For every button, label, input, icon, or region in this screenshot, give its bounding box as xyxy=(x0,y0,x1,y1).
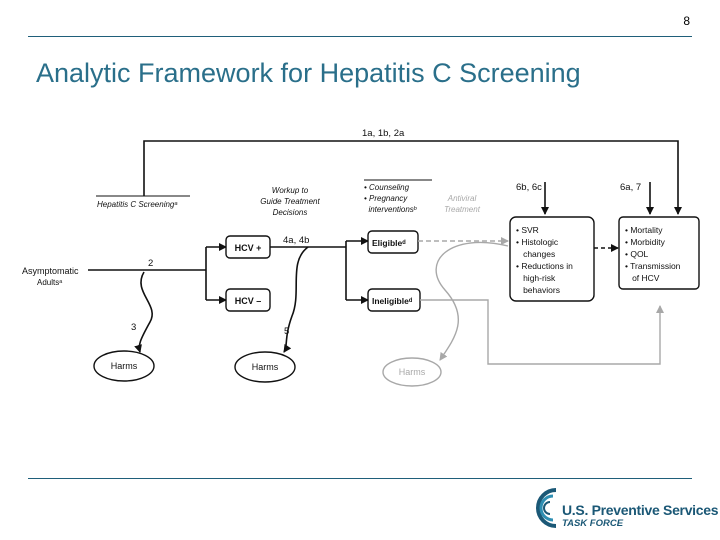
health-line-2: • Morbidity xyxy=(625,237,666,247)
kq-5-label: 5 xyxy=(284,326,289,337)
kq-3-label: 3 xyxy=(131,322,136,333)
harms-oval-2 xyxy=(234,351,296,383)
health-line-5: of HCV xyxy=(625,273,660,283)
harms-oval-3 xyxy=(382,357,442,387)
overarching-arrow xyxy=(143,140,682,215)
counseling-label-3: interventionsᵇ xyxy=(364,205,417,214)
workup-label-1: Workup to xyxy=(272,186,309,195)
antiviral-label-2: Treatment xyxy=(444,205,481,214)
kq-2-label: 2 xyxy=(148,258,153,269)
ineligible-label: Ineligibleᵈ xyxy=(372,296,413,306)
page-number: 8 xyxy=(683,14,690,28)
health-line-4: • Transmission xyxy=(625,261,681,271)
logo-name: U.S. Preventive Services xyxy=(562,502,719,518)
uspstf-swirl-icon xyxy=(536,488,557,528)
population-label-2: Adultsᵃ xyxy=(37,278,63,287)
harms-label-3: Harms xyxy=(399,367,426,377)
footer-rule xyxy=(28,478,692,479)
intermediate-line-5: high-risk xyxy=(516,273,556,283)
counseling-label-1: • Counseling xyxy=(364,183,410,192)
counseling-label-2: • Pregnancy xyxy=(364,194,408,203)
population-label-1: Asymptomatic xyxy=(22,266,79,276)
intermediate-line-1: • SVR xyxy=(516,225,539,235)
harms-label-1: Harms xyxy=(111,361,138,371)
eligible-box xyxy=(367,230,419,254)
screening-harms-arrow xyxy=(134,271,153,353)
workup-label-3: Decisions xyxy=(273,208,308,217)
hcv-negative-box xyxy=(225,288,271,312)
antiviral-label-1: Antiviral xyxy=(447,194,477,203)
intermediate-line-4: • Reductions in xyxy=(516,261,573,271)
intermediate-line-6: behaviors xyxy=(516,285,560,295)
screening-label: Hepatitis C Screeningᵃ xyxy=(97,200,178,209)
slide-title: Analytic Framework for Hepatitis C Scree… xyxy=(36,58,581,88)
hcv-negative-label: HCV – xyxy=(235,296,262,306)
logo-subtitle: TASK FORCE xyxy=(562,518,624,529)
hcv-positive-label: HCV + xyxy=(235,243,262,253)
workup-harms-arrow xyxy=(283,246,309,353)
health-outcomes-box xyxy=(618,216,700,290)
intermediate-line-3: changes xyxy=(516,249,555,259)
health-line-1: • Mortality xyxy=(625,225,663,235)
intermediate-line-2: • Histologic xyxy=(516,237,559,247)
header-rule xyxy=(28,36,692,37)
kq-6-label: 6b, 6c xyxy=(516,182,542,193)
workup-label-2: Guide Treatment xyxy=(260,197,320,206)
uspstf-logo: U.S. Preventive Services TASK FORCE xyxy=(526,484,719,534)
kq-top-label: 1a, 1b, 2a xyxy=(362,128,405,139)
intermediate-outcomes-box xyxy=(509,216,595,302)
harms-oval-1 xyxy=(93,350,155,382)
kq-7-label: 6a, 7 xyxy=(620,182,641,193)
treatment-harms-arrow xyxy=(435,241,509,361)
ineligible-gray-path xyxy=(420,299,664,365)
eligible-label: Eligibleᵈ xyxy=(372,238,406,248)
health-line-3: • QOL xyxy=(625,249,649,259)
kq-4-label: 4a, 4b xyxy=(283,235,309,246)
harms-label-2: Harms xyxy=(252,362,279,372)
